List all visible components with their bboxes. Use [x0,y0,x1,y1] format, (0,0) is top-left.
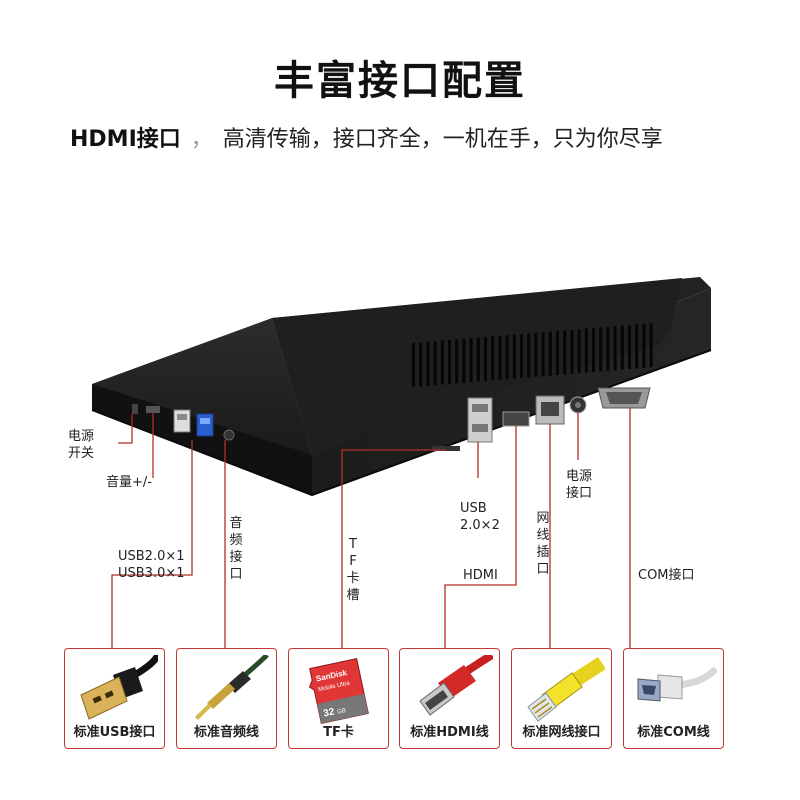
vent-slot [491,336,495,381]
callout-audio-port: 音频接口 [229,516,243,582]
vent-slot [541,332,545,377]
callout-usb-back: USB 2.0×2 [460,501,500,533]
vent-slot [462,338,466,383]
subtitle: HDMI接口 ， 高清传输，接口齐全，一机在手，只为你尽享 [70,121,663,153]
vent-slot [563,330,567,375]
callout-lines [111,408,631,655]
vent-slot [534,332,538,377]
vent-slot [613,326,617,371]
audio-port [223,429,235,441]
rj45-plug-icon [527,657,605,722]
vent-slot [592,328,595,372]
subtitle-text: 高清传输，接口齐全，一机在手，只为你尽享 [222,127,663,152]
vent-slot [469,338,473,383]
usb-plug-icon [80,655,158,720]
vent-slot [433,341,437,386]
vent-slot [577,329,581,374]
tf-card-unit: GB [337,708,347,716]
card-usb-label: 标准USB接口 [73,725,156,740]
card-audio-label: 标准音频线 [193,725,259,740]
usb3-front-port [196,413,214,437]
callout-usb-front: USB2.0×1 USB3.0×1 [118,549,185,581]
vent-grille [412,323,653,387]
power-switch-port [132,404,138,414]
vent-slot [520,334,523,378]
hdmi-port [502,411,530,427]
usb2-front-port [173,409,191,433]
card-usb: 标准USB接口 [64,648,165,749]
vent-slot [649,323,653,368]
vent-slot [620,325,624,370]
device-body [91,277,712,497]
card-hdmi-label: 标准HDMI线 [410,725,489,740]
callout-tf-slot: TF卡槽 [346,537,360,603]
vent-slot [448,340,451,384]
audio-jack-icon [195,655,269,720]
volume-port [146,406,160,413]
vent-slot [412,343,415,387]
rj45-port [535,395,565,425]
vent-slot [498,335,502,380]
vent-slot [548,331,552,376]
vent-slot [606,326,610,371]
callout-hdmi: HDMI [463,568,498,583]
card-audio: 标准音频线 [176,648,277,749]
tf-card-icon: SanDisk Mobile Ultra 32 GB [308,658,369,724]
vent-slot [512,334,516,379]
card-tf-label: TF卡 [323,725,354,740]
vent-slot [440,340,444,385]
card-tf: SanDisk Mobile Ultra 32 GB TF卡 [288,648,389,749]
vent-slot [505,335,509,380]
vent-slot [556,331,559,375]
callout-com-port: COM接口 [638,568,695,583]
rear-ports [432,387,651,451]
vent-slot [476,337,480,382]
card-rj45: 标准网线接口 [511,648,612,749]
tf-slot [432,446,460,451]
vent-slot [426,341,430,386]
vent-slot [628,325,631,369]
card-com-label: 标准COM线 [637,725,710,740]
vent-slot [484,337,487,381]
callout-power-switch: 电源开关 [68,429,95,461]
com-plug-icon [637,666,717,702]
page-title: 丰富接口配置 [274,58,526,104]
vent-slot [455,339,459,384]
vent-slot [599,327,603,372]
callout-volume: 音量+/- [106,475,152,490]
card-rj45-label: 标准网线接口 [522,725,601,740]
vent-slot [527,333,531,378]
subtitle-separator: ， [190,127,213,152]
vent-slot [642,323,646,368]
vent-slot [584,328,588,373]
callout-power-port: 电源 接口 [566,469,593,501]
vent-slot [570,329,574,374]
hdmi-plug-icon [419,655,493,716]
tf-card-capacity: 32 [322,706,336,719]
card-hdmi: 标准HDMI线 [399,648,500,749]
card-com: 标准COM线 [623,648,724,749]
side-ports [132,404,235,441]
callout-network-port: 网线插口 [536,511,550,577]
subtitle-highlight: HDMI接口 [70,127,181,152]
vent-slot [635,324,639,369]
vent-slot [419,342,423,387]
